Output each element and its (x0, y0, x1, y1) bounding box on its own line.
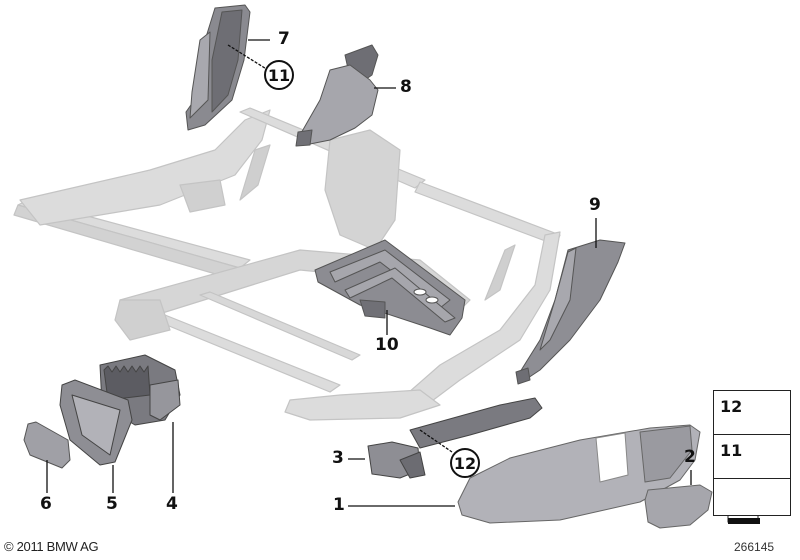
legend-row-arrow (714, 479, 790, 515)
callout-8[interactable]: 8 (400, 77, 412, 97)
part-2-cover-cap (644, 484, 713, 529)
legend-row-rivet[interactable]: 11 (714, 435, 790, 479)
callout-2[interactable]: 2 (684, 447, 696, 467)
callout-4[interactable]: 4 (166, 494, 178, 514)
callout-circle-12[interactable]: 12 (450, 448, 480, 478)
part-9-side-trim-panel (515, 239, 626, 385)
legend-number: 12 (720, 397, 743, 416)
part-8-hinge-cover (295, 44, 379, 147)
fastener-legend: 12 11 (713, 390, 791, 516)
legend-row-pin[interactable]: 12 (714, 391, 790, 435)
part-7-rear-trim-panel (185, 4, 251, 131)
callout-9[interactable]: 9 (589, 195, 601, 215)
diagram-number: 266145 (734, 540, 775, 554)
callout-7[interactable]: 7 (278, 29, 290, 49)
part-6-cover-insert (23, 421, 71, 469)
part-3-bracket (367, 397, 543, 479)
callout-circle-11[interactable]: 11 (264, 60, 294, 90)
legend-number: 11 (720, 441, 743, 460)
copyright-notice: © 2011 BMW AG (4, 539, 99, 554)
seat-frame (13, 107, 561, 421)
callout-1[interactable]: 1 (333, 495, 345, 515)
callout-10[interactable]: 10 (375, 335, 399, 355)
part-1-trim-cover-outer (457, 424, 701, 524)
leader-lines (46, 39, 692, 507)
callout-5[interactable]: 5 (106, 494, 118, 514)
part-10-mounting-plate (314, 239, 466, 336)
callout-6[interactable]: 6 (40, 494, 52, 514)
callout-3[interactable]: 3 (332, 448, 344, 468)
part-5-switch-bezel (59, 379, 133, 466)
